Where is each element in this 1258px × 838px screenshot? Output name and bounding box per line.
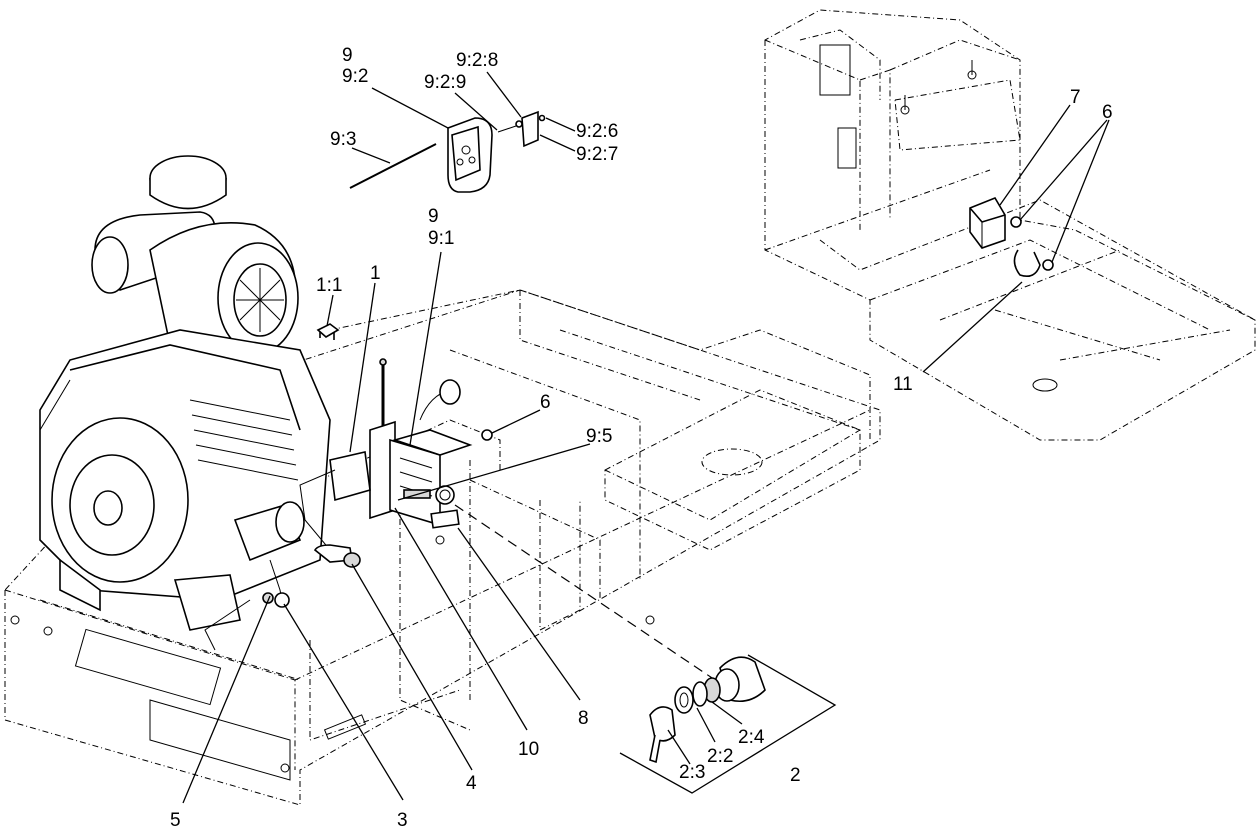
- callout-6-inset: 6: [1102, 102, 1113, 123]
- callout-4: 4: [466, 773, 477, 794]
- battery-cables: [204, 544, 361, 651]
- chassis-frame: [4, 289, 881, 806]
- callout-9-top: 9: [342, 45, 353, 66]
- callout-3: 3: [397, 810, 408, 831]
- callout-2-3: 2:3: [679, 762, 705, 783]
- callout-1: 1: [370, 263, 381, 284]
- callout-9-5: 9:5: [586, 426, 612, 447]
- callout-11: 11: [893, 374, 913, 395]
- callout-2-2: 2:2: [707, 746, 733, 767]
- inset-frame-view: [764, 9, 1256, 441]
- callout-9-3: 9:3: [330, 129, 356, 150]
- callout-10: 10: [518, 739, 539, 760]
- callout-2-4: 2:4: [738, 727, 765, 748]
- fuse: [316, 323, 340, 340]
- callout-1-1: 1:1: [316, 275, 342, 296]
- callout-2: 2: [790, 765, 801, 786]
- callout-9-2-7: 9:2:7: [576, 144, 618, 165]
- leader-lines: [182, 71, 1110, 804]
- nut: [481, 429, 493, 441]
- callout-5: 5: [170, 810, 181, 831]
- callout-8: 8: [578, 708, 589, 729]
- callout-9-2-9: 9:2:9: [424, 72, 466, 93]
- callout-6-center: 6: [540, 392, 551, 413]
- callout-9-2-8: 9:2:8: [456, 50, 498, 71]
- callout-labels: 9 9:2 9:2:8 9:2:9 9:3 9:2:6 9:2:7 9 9:1 …: [170, 45, 1113, 831]
- callout-7: 7: [1070, 87, 1081, 108]
- control-module: [299, 358, 473, 561]
- callout-9-1: 9:1: [428, 228, 454, 249]
- callout-9-2-6: 9:2:6: [576, 121, 618, 142]
- callout-9-2: 9:2: [342, 66, 368, 87]
- engine-assembly: [39, 155, 367, 781]
- ignition-switch: [454, 504, 837, 794]
- callout-9-mid: 9: [428, 206, 439, 227]
- remote-transmitter: [349, 110, 546, 193]
